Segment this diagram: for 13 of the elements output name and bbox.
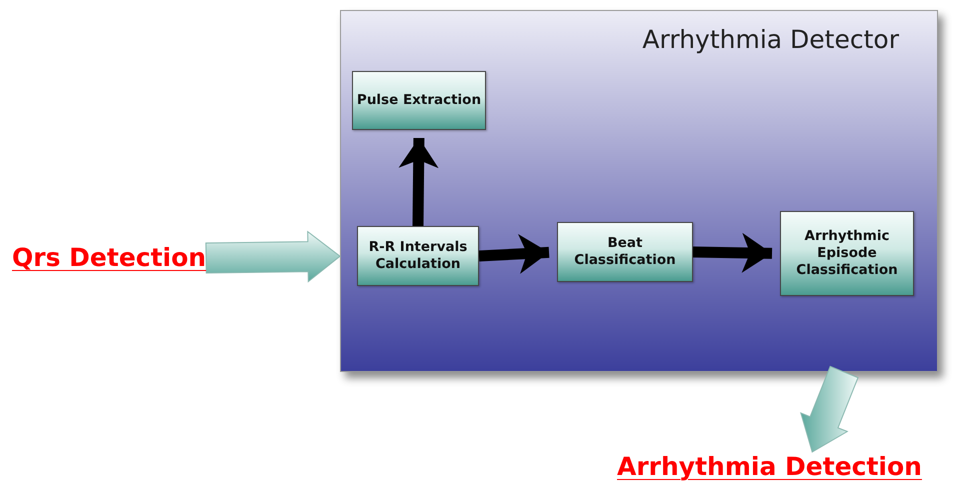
process-box: Beat Classification — [557, 222, 693, 282]
process-box: R-R Intervals Calculation — [357, 226, 479, 286]
detector-panel — [340, 10, 938, 372]
arrow — [478, 234, 550, 274]
arrow — [205, 230, 341, 283]
panel-title: Arrhythmia Detector — [642, 25, 899, 54]
process-box: Pulse Extraction — [352, 71, 486, 130]
output-label: Arrhythmia Detection — [617, 452, 922, 482]
input-label: Qrs Detection — [12, 243, 206, 273]
process-box: Arrhythmic Episode Classification — [780, 211, 914, 296]
arrow — [398, 138, 439, 226]
arrow — [692, 232, 772, 273]
arrow — [800, 366, 859, 453]
